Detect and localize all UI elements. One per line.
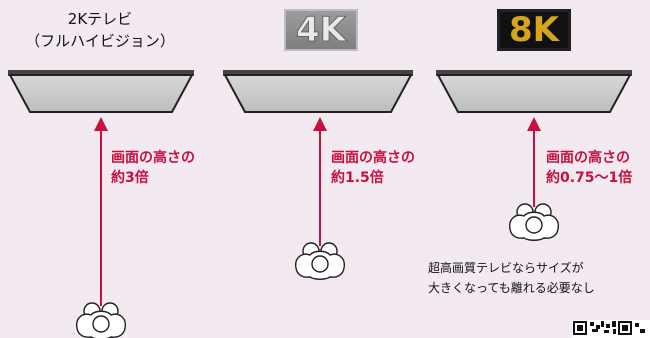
distance-label-4k: 画面の高さの 約1.5倍 [331, 148, 415, 188]
distance-label-8k: 画面の高さの 約0.75〜1倍 [546, 148, 632, 188]
badge-4k: 4K [284, 9, 358, 51]
tv-screen-8k-icon [436, 70, 632, 113]
distance-label-4k-line2: 約1.5倍 [331, 170, 384, 186]
viewer-head-8k-icon [508, 203, 560, 241]
tv-screen-2k-icon [8, 70, 194, 113]
qr-code-icon [572, 320, 650, 338]
tv-screen-4k-icon [223, 70, 413, 113]
note-line2: 大きくなっても離れる必要なし [428, 281, 595, 295]
distance-label-4k-line1: 画面の高さの [331, 150, 415, 166]
badge-8k: 8K [497, 9, 571, 51]
tv-2k-title-line2: （フルハイビジョン） [25, 32, 175, 50]
distance-label-2k-line1: 画面の高さの [111, 150, 195, 166]
tv-2k-title-line1: 2Kテレビ [67, 10, 133, 28]
arrow-up-4k-icon [313, 117, 327, 246]
viewer-head-4k-icon [294, 242, 346, 280]
tv-2k-title: 2Kテレビ （フルハイビジョン） [0, 8, 200, 52]
viewer-head-2k-icon [75, 302, 127, 338]
distance-label-8k-line2: 約0.75〜1倍 [546, 170, 633, 186]
distance-label-8k-line1: 画面の高さの [546, 150, 630, 166]
note-line1: 超高画質テレビならサイズが [428, 261, 584, 275]
distance-label-2k: 画面の高さの 約3倍 [111, 148, 195, 188]
distance-label-2k-line2: 約3倍 [111, 170, 149, 186]
arrow-up-8k-icon [527, 117, 541, 207]
arrow-up-2k-icon [94, 117, 108, 306]
note-text: 超高画質テレビならサイズが 大きくなっても離れる必要なし [428, 258, 595, 298]
